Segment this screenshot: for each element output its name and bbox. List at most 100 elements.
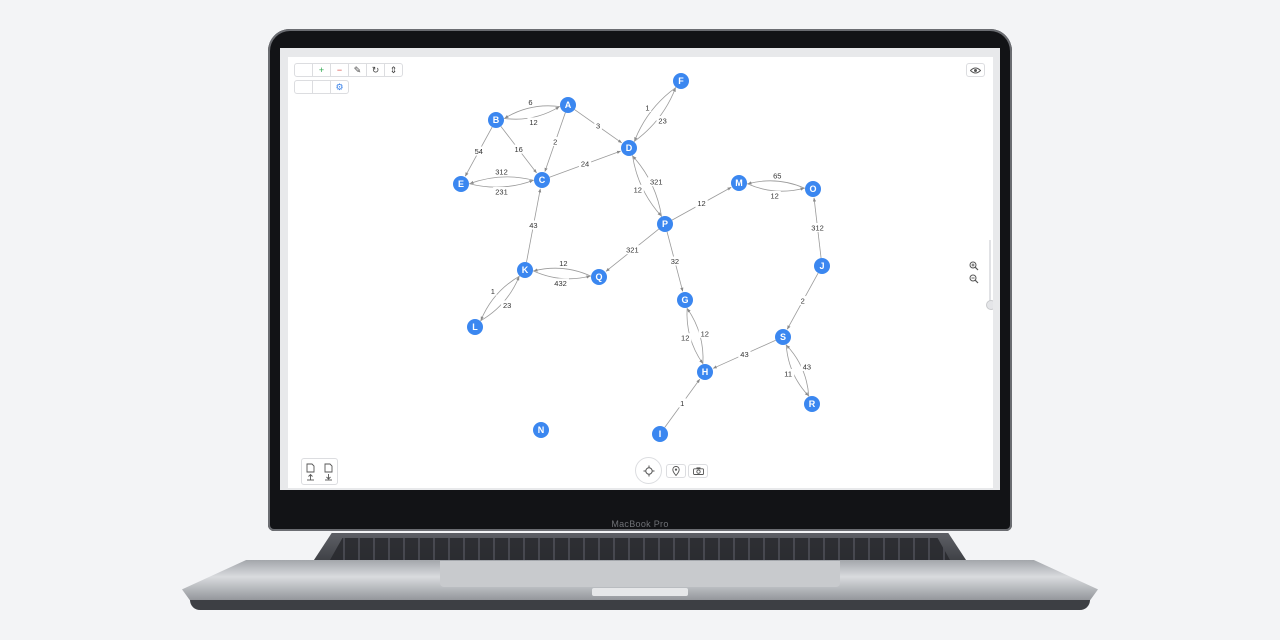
graph-node-i[interactable]: I — [652, 426, 668, 442]
edge-label: 43 — [803, 362, 811, 371]
locate-button[interactable] — [666, 464, 686, 478]
graph-node-h[interactable]: H — [697, 364, 713, 380]
graph-edge-k-q[interactable] — [532, 270, 591, 280]
edit-button[interactable]: ✎ — [349, 64, 367, 76]
node-circle — [533, 422, 549, 438]
edge-label: 1 — [491, 287, 495, 296]
node-label: M — [735, 178, 743, 188]
edge-label: 12 — [634, 185, 642, 194]
remove-node-button[interactable]: − — [331, 64, 349, 76]
edge-label-background — [800, 361, 813, 371]
node-circle — [805, 181, 821, 197]
node-circle — [467, 319, 483, 335]
graph-node-k[interactable]: K — [517, 262, 533, 278]
visibility-button[interactable] — [966, 63, 985, 77]
edge-label-background — [738, 349, 751, 359]
node-label: H — [702, 367, 709, 377]
edge-label: 3 — [596, 122, 600, 131]
graph-node-q[interactable]: Q — [591, 269, 607, 285]
camera-icon — [692, 467, 704, 475]
node-circle — [621, 140, 637, 156]
zoom-slider-track[interactable] — [989, 240, 991, 304]
graph-edge-c-e[interactable] — [469, 176, 535, 184]
graph-edge-q-k[interactable] — [533, 267, 592, 277]
node-label: S — [780, 332, 786, 342]
node-circle — [731, 175, 747, 191]
node-label: P — [662, 219, 668, 229]
edge-label-background — [698, 328, 711, 338]
graph-node-n[interactable]: N — [533, 422, 549, 438]
edge-label: 12 — [681, 334, 689, 343]
node-circle — [677, 292, 693, 308]
graph-node-r[interactable]: R — [804, 396, 820, 412]
graph-edge-o-m[interactable] — [747, 180, 806, 189]
zoom-in-icon[interactable] — [969, 261, 979, 271]
split-button[interactable]: ⇕ — [389, 64, 398, 75]
zoom-out-icon[interactable] — [969, 274, 979, 284]
graph-node-e[interactable]: E — [453, 176, 469, 192]
file-import-icon[interactable] — [305, 463, 316, 481]
node-label: G — [681, 295, 688, 305]
laptop-keyboard — [330, 538, 950, 560]
graph-node-d[interactable]: D — [621, 140, 637, 156]
edge-label-background — [668, 256, 681, 266]
graph-node-a[interactable]: A — [560, 97, 576, 113]
toolbar-row-2: ⚙ — [294, 80, 349, 94]
zoom-slider-thumb[interactable] — [986, 300, 993, 310]
add-node-button[interactable]: + — [313, 64, 331, 76]
edge-label: 312 — [495, 167, 508, 176]
node-label: A — [565, 100, 572, 110]
eye-icon — [970, 67, 981, 73]
node-circle — [697, 364, 713, 380]
graph-node-c[interactable]: C — [534, 172, 550, 188]
toolbar-row-1: + − ✎ ↻ ⇕ — [294, 63, 403, 77]
node-label: J — [819, 261, 824, 271]
graph-node-g[interactable]: G — [677, 292, 693, 308]
edge-label: 1 — [645, 103, 649, 112]
edge-label: 432 — [554, 279, 567, 288]
edge-label-background — [527, 117, 540, 127]
edge-label-background — [631, 184, 644, 194]
node-label: C — [539, 175, 546, 185]
graph-edge-e-c[interactable] — [468, 180, 534, 188]
graph-edge-a-b[interactable] — [504, 105, 561, 119]
edge-label-background — [594, 121, 602, 131]
edge-label-background — [527, 220, 540, 230]
edge-label: 12 — [529, 118, 537, 127]
screenshot-button[interactable] — [688, 464, 708, 478]
graph-edge-f-d[interactable] — [634, 86, 677, 142]
graph-node-f[interactable]: F — [673, 73, 689, 89]
node-label: D — [626, 143, 633, 153]
edge-label: 231 — [495, 188, 508, 197]
edge-label: 12 — [701, 329, 709, 338]
edge-label: 24 — [581, 160, 589, 169]
center-view-button[interactable] — [635, 457, 662, 484]
layout-button[interactable]: ⚙ — [335, 81, 344, 92]
blank-button-2[interactable] — [313, 81, 331, 93]
edge-label-background — [695, 198, 708, 208]
edge-label-background — [557, 258, 570, 268]
graph-node-o[interactable]: O — [805, 181, 821, 197]
graph-node-p[interactable]: P — [657, 216, 673, 232]
graph-node-s[interactable]: S — [775, 329, 791, 345]
refresh-button[interactable]: ↻ — [367, 64, 385, 76]
file-export-icon[interactable] — [323, 463, 334, 481]
graph-node-b[interactable]: B — [488, 112, 504, 128]
node-label: F — [678, 76, 684, 86]
graph-node-m[interactable]: M — [731, 175, 747, 191]
edge-label-background — [656, 116, 669, 126]
node-circle — [673, 73, 689, 89]
graph-edge-l-k[interactable] — [480, 276, 520, 322]
edge-label-background — [493, 187, 510, 197]
graph-edge-d-f[interactable] — [633, 87, 676, 143]
blank-button-1[interactable] — [295, 81, 313, 93]
node-circle — [804, 396, 820, 412]
edge-label: 54 — [475, 147, 483, 156]
graph-node-l[interactable]: L — [467, 319, 483, 335]
graph-edge-k-l[interactable] — [480, 275, 520, 321]
blank-button[interactable] — [295, 64, 313, 76]
graph-node-j[interactable]: J — [814, 258, 830, 274]
edge-label-background — [771, 171, 784, 181]
